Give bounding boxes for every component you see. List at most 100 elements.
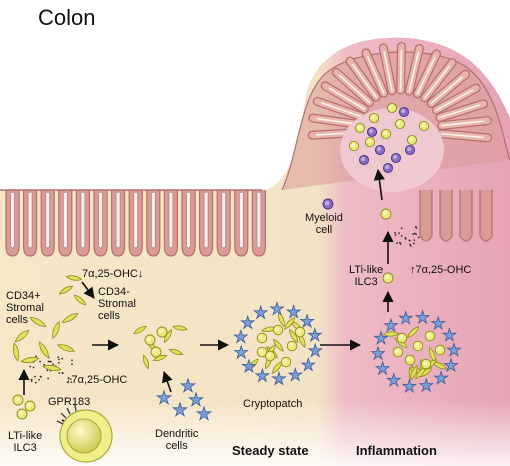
ilc3-cell-highlight [152,348,158,354]
cd34-positive-line-1: CD34+ [6,290,41,302]
dendritic-cell [383,317,399,333]
dot [30,378,33,381]
dot [48,360,51,363]
dendritic-cell [171,401,189,417]
arrow-to-villus [373,168,385,201]
dendritic-cells [155,300,462,421]
ilc3-cell-highlight [397,121,402,126]
stromal-cell [277,311,285,328]
dendritic-cell [254,367,271,383]
ilc3-cell-highlight [384,274,390,280]
ilc3-cell [272,324,284,336]
ilc3-cell [156,326,168,338]
stromal-cell [289,328,299,344]
dot [29,365,32,368]
dot [404,237,407,239]
dot [58,372,61,375]
ltilike-left-line-1: LTi-like [8,430,43,442]
ilc3-cell [418,120,430,132]
dendritic-cell [398,310,414,325]
villus-finger-lumen [439,104,481,119]
ilc3-cell [404,354,416,366]
villus-finger-lumen [399,49,403,91]
inflamed-crypt [479,190,493,242]
dot [417,236,420,239]
stromal-cell [260,326,278,333]
crypt-lumen [45,193,51,249]
villus-finger-lumen [408,51,420,92]
ilc3-cell [382,272,394,284]
crypt-lumen [98,193,103,249]
stromal-cell [163,329,173,343]
ilc3-cell-highlight [158,328,164,334]
dot [46,369,49,372]
ilc3-cell-highlight [409,137,414,142]
villus-finger-lumen [338,74,371,104]
dot [38,378,40,381]
ilc3-cell-highlight [389,105,394,110]
dot [396,242,398,245]
ilc3-cell [24,400,36,412]
stromal-cell [58,285,74,295]
dot [50,360,52,363]
ilc3-cell [420,358,432,370]
dot [413,239,416,241]
dendritic-cell [233,328,249,344]
ilc3-cell-highlight [406,356,412,362]
crypt-lumen [203,193,209,249]
oxysterol-increase-label-left: ↑7α,25-OHC [66,374,128,386]
dendritic-cell [252,304,269,320]
dot [412,233,415,236]
ilc3-cell [392,346,404,358]
dendritic-cell [414,309,431,325]
myeloid-cells [322,106,416,210]
stromal-cell [415,366,427,380]
villus-finger-lumen [320,102,362,118]
ilc3-cell-highlight [18,410,24,416]
dendritic-cell [269,300,285,316]
ilc3-cell-highlight [357,125,362,130]
villus-finger-lumen [435,89,473,111]
inflammation-label: Inflammation [356,443,437,458]
stromal-cell [52,320,60,340]
ilc3-cell [412,340,424,352]
ilc3-cell [256,332,268,344]
dot [70,381,73,384]
dendritic-cell [307,327,323,342]
ilc3-cell-highlight [14,396,20,402]
dot [47,377,50,380]
ilc3-cell [386,102,398,114]
villus-finger-lumen [366,56,385,94]
ilc3-cell-highlight [426,332,432,338]
inflamed-crypt [419,190,433,242]
myeloid-cell [390,152,402,164]
inflamed-villus [281,41,510,242]
ilc3-cell [364,136,376,148]
stromal-cell [39,341,49,359]
cryptopatch-label: Cryptopatch [243,398,303,410]
dot [69,378,72,380]
dot [58,361,60,364]
dendritic-cell [187,391,205,407]
dot [32,366,35,369]
dot [400,235,403,237]
dendritic-cell [241,358,257,374]
myeloid-cell-highlight [361,157,366,162]
stromal-cell [142,354,150,370]
crypt-lumen [238,193,244,249]
ilc3-cell-highlight [288,342,294,348]
ilc3-cell-highlight [258,348,264,354]
dendritic-cell [430,315,446,331]
dendritic-cell [155,389,173,405]
myeloid-cell-highlight [324,200,330,206]
ilc3-cell-highlight [371,115,376,120]
dendritic-cell [386,372,402,387]
ilc3-cells [12,102,446,420]
dendritic-cell [446,342,462,357]
stromal-cell [152,354,168,362]
dendritic-cell [374,360,391,376]
